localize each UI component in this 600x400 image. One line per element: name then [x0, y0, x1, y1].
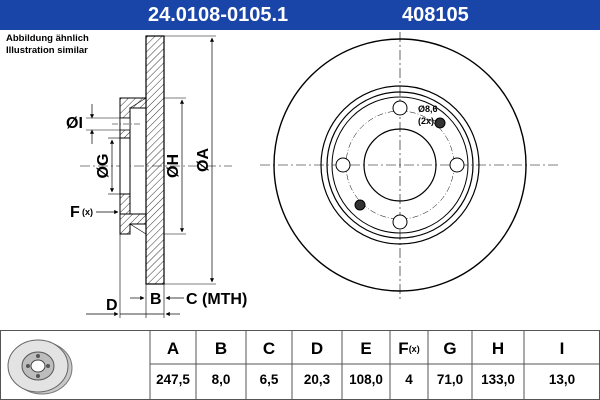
label-dia-G: ØG — [95, 154, 112, 179]
title-bar: 24.0108-0105.1 408105 — [0, 0, 600, 30]
front-view: Ø8,6 (2x) — [260, 32, 560, 300]
value-I: 13,0 — [548, 372, 576, 387]
side-section-view: ØI ØG ØH ØA F (x) D B C (MTH) — [66, 35, 247, 318]
disc-ring-section — [145, 35, 165, 285]
label-F-sub: (x) — [82, 207, 93, 217]
illustration-note: Abbildung ähnlich Illustration similar — [6, 33, 89, 57]
label-D: D — [106, 297, 118, 314]
label-C-mth: C (MTH) — [186, 291, 247, 308]
thumb-bolt-1 — [36, 354, 40, 358]
header-F-suffix: (x) — [408, 344, 420, 354]
value-E: 108,0 — [349, 372, 383, 387]
spec-table-frame — [0, 330, 600, 400]
header-H: H — [491, 339, 505, 358]
hole-leader-line — [425, 118, 438, 122]
header-I: I — [559, 339, 565, 358]
value-G: 71,0 — [436, 372, 464, 387]
hat-outer-edge — [326, 91, 474, 239]
header-A: A — [166, 339, 180, 358]
label-dia-A: ØA — [195, 148, 212, 172]
table-border — [0, 330, 600, 400]
thumb-bolt-4 — [26, 364, 30, 368]
note-german: Abbildung ähnlich — [6, 33, 89, 44]
part-number: 24.0108-0105.1 — [148, 4, 289, 26]
bolt-hole-right — [449, 157, 465, 173]
technical-drawing: ØI ØG ØH ØA F (x) D B C (MTH) — [66, 32, 560, 318]
header-G: G — [443, 339, 457, 358]
note-english: Illustration similar — [6, 45, 88, 56]
hat-bevel-lower — [129, 223, 147, 235]
header-F: F(x) — [390, 336, 428, 362]
value-C: 6,5 — [259, 372, 279, 387]
value-H: 133,0 — [481, 372, 515, 387]
center-bore-circle — [363, 128, 437, 202]
disc-outer-edge — [273, 38, 527, 292]
fixing-hole-upper — [434, 117, 446, 129]
reference-number: 408105 — [402, 4, 469, 26]
friction-inner-edge — [320, 85, 480, 245]
bolt-hole-top — [392, 100, 408, 116]
value-D: 20,3 — [303, 372, 331, 387]
label-dia-H: ØH — [165, 154, 182, 178]
header-E: E — [360, 339, 372, 358]
center-bore — [119, 137, 131, 195]
label-hole-count: (2x) — [418, 116, 434, 126]
thumb-bore — [30, 359, 46, 373]
header-B: B — [214, 339, 228, 358]
bolt-hole-left — [335, 157, 351, 173]
disc-thumbnail — [7, 339, 73, 395]
header-D: D — [310, 339, 324, 358]
hat-section-upper — [119, 97, 147, 119]
label-dia-I: ØI — [66, 115, 83, 132]
label-B: B — [150, 291, 162, 308]
hat-bevel-upper — [129, 97, 147, 109]
value-A: 247,5 — [156, 372, 190, 387]
thumb-bolt-2 — [46, 364, 50, 368]
value-B: 8,0 — [211, 372, 231, 387]
label-hole-dia: Ø8,6 — [418, 104, 438, 114]
value-F: 4 — [405, 372, 413, 387]
bolt-hole-bottom — [392, 214, 408, 230]
hat-inner-edge — [331, 96, 469, 234]
thumb-bolt-3 — [36, 374, 40, 378]
header-F-letter: F — [398, 339, 409, 358]
fixing-hole-lower — [354, 199, 366, 211]
hat-section-lower — [119, 213, 147, 235]
header-C: C — [262, 339, 276, 358]
label-F: F — [70, 204, 80, 221]
